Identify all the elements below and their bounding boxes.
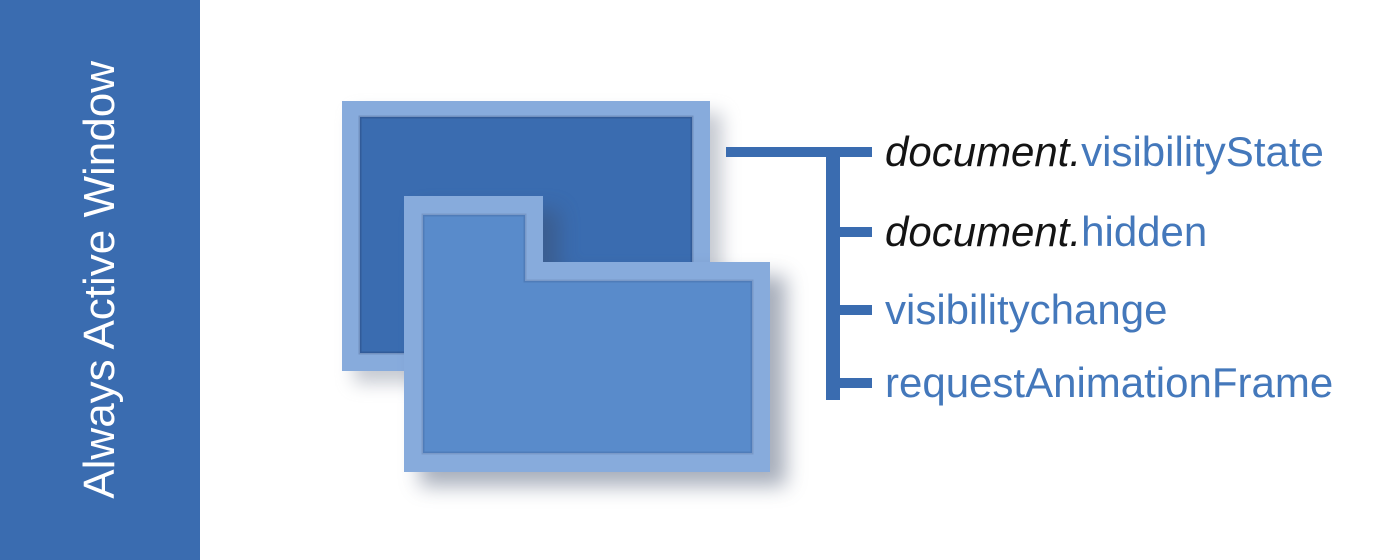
front-window-icon — [404, 196, 770, 472]
branch-name: visibilitychange — [885, 286, 1168, 333]
connector-horizontal-line — [726, 147, 872, 157]
branch-name: hidden — [1081, 208, 1208, 255]
branch-label-visibilitychange: visibilitychange — [885, 280, 1167, 340]
branch-label-visibilitystate: document.visibilityState — [885, 122, 1324, 182]
branch-label-hidden: document.hidden — [885, 202, 1207, 262]
connector-branch-tick-3 — [840, 305, 872, 315]
branch-name: visibilityState — [1081, 128, 1324, 175]
connector-trunk-line — [826, 147, 840, 400]
branch-name: requestAnimationFrame — [885, 359, 1334, 406]
connector-branch-tick-2 — [840, 227, 872, 237]
branch-label-requestanimationframe: requestAnimationFrame — [885, 353, 1333, 413]
overlapping-windows-illustration — [342, 101, 770, 472]
branch-prefix: document. — [885, 128, 1082, 175]
front-window-content — [421, 213, 754, 455]
always-active-window-banner: Always Active Window — [0, 0, 200, 560]
branch-prefix: document. — [885, 208, 1082, 255]
always-active-window-label: Always Active Window — [75, 61, 124, 499]
connector-branch-tick-4 — [840, 378, 872, 388]
